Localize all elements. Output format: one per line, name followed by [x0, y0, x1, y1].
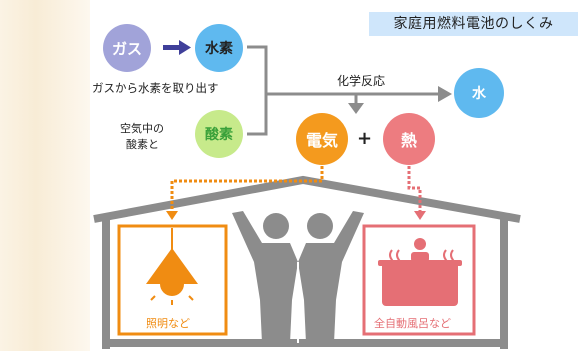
house-outline [93, 175, 521, 349]
bath-label: 全自動風呂など [374, 317, 451, 330]
heat-wire-arrow [414, 211, 426, 220]
arrow-down-reaction [348, 103, 364, 114]
electricity-wire-arrow [166, 211, 178, 220]
gas-label: ガス [111, 39, 142, 58]
background-strip [0, 0, 90, 351]
people-icon [232, 211, 364, 343]
diagram-title: 家庭用燃料電池のしくみ [369, 12, 578, 36]
arrow-to-water [438, 86, 452, 102]
water-circle: 水 [454, 68, 504, 118]
light-rays-icon [150, 295, 194, 305]
electricity-wire [170, 166, 324, 212]
extract-caption: ガスから水素を取り出す [92, 81, 219, 95]
reaction-label: 化学反応 [337, 74, 386, 88]
lighting-label: 照明など [146, 317, 190, 330]
oxygen-label: 酸素 [205, 127, 233, 143]
bulb-icon [160, 284, 184, 296]
plus-sign: + [357, 128, 373, 149]
electricity-label: 電気 [305, 131, 338, 150]
oxygen-circle: 酸素 [195, 110, 243, 158]
lamp-shade-icon [146, 248, 198, 284]
arrow-gas-to-hydrogen [163, 40, 191, 55]
hydrogen-label: 水素 [205, 41, 233, 57]
reaction-connector [247, 45, 440, 136]
air-caption-line2: 酸素と [126, 138, 159, 151]
hydrogen-circle: 水素 [195, 24, 243, 72]
gas-circle: ガス [103, 24, 151, 72]
heat-wire [407, 166, 422, 212]
bather-head-icon [414, 238, 426, 250]
bath-room [362, 224, 476, 336]
electricity-circle: 電気 [296, 113, 348, 165]
air-caption-line1: 空気中の [120, 122, 164, 135]
heat-label: 熱 [400, 131, 417, 150]
bathtub-icon [382, 262, 458, 306]
water-label: 水 [472, 86, 486, 102]
lighting-room [117, 224, 228, 336]
heat-circle: 熱 [383, 113, 435, 165]
